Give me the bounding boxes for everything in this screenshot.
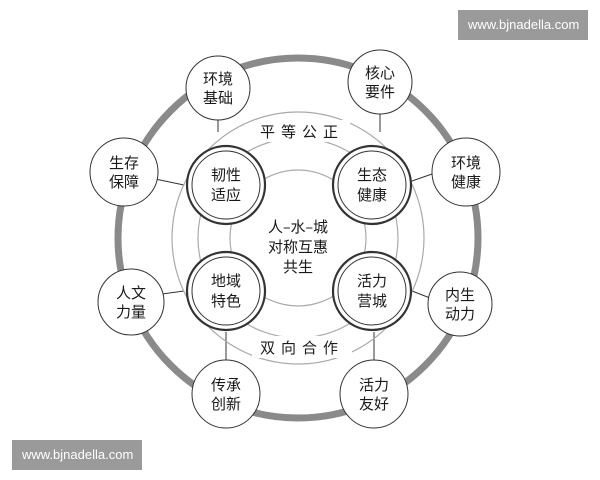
- watermark-top: www.bjnadella.com: [458, 10, 588, 40]
- inner-ring-outer: [171, 111, 425, 365]
- svg-text:力量: 力量: [116, 303, 146, 321]
- outer-node-core-elements: 核心 要件: [347, 49, 413, 115]
- svg-text:创新: 创新: [211, 395, 241, 413]
- svg-text:环境: 环境: [203, 70, 233, 88]
- svg-text:活力: 活力: [359, 376, 389, 394]
- svg-text:营城: 营城: [357, 292, 387, 310]
- svg-text:生存: 生存: [109, 154, 139, 172]
- inner-node-ecology: 生态 健康: [331, 144, 413, 226]
- svg-text:特色: 特色: [211, 292, 241, 310]
- inner-node-region: 地域 特色: [185, 250, 267, 332]
- spoke-line: [411, 173, 433, 182]
- watermark-bottom: www.bjnadella.com: [12, 440, 142, 470]
- svg-text:健康: 健康: [451, 173, 481, 191]
- outer-node-endogenous-power: 内生 动力: [427, 271, 493, 337]
- outer-node-heritage-innovation: 传承 创新: [191, 359, 261, 429]
- svg-text:内生: 内生: [445, 286, 475, 304]
- svg-text:活力: 活力: [357, 272, 387, 290]
- svg-text:动力: 动力: [445, 305, 475, 323]
- svg-text:地域: 地域: [211, 272, 241, 290]
- outer-node-humanity-power: 人文 力量: [97, 268, 165, 336]
- svg-text:传承: 传承: [211, 376, 241, 394]
- svg-text:保障: 保障: [109, 173, 139, 191]
- inner-node-resilience: 韧性 适应: [185, 144, 267, 226]
- svg-text:基础: 基础: [203, 89, 233, 107]
- svg-text:适应: 适应: [211, 186, 241, 204]
- spoke-line: [161, 290, 185, 295]
- inner-node-vitality-city: 活力 营城: [331, 250, 413, 332]
- outer-node-environment-health: 环境 健康: [431, 137, 501, 207]
- svg-text:生态: 生态: [357, 166, 387, 184]
- svg-text:环境: 环境: [451, 154, 481, 172]
- center-line-2: 对称互惠: [268, 238, 328, 256]
- svg-text:友好: 友好: [359, 395, 389, 413]
- outer-node-environment-foundation: 环境 基础: [185, 55, 251, 121]
- arc-label-top: 平等公正: [260, 123, 344, 141]
- svg-text:人文: 人文: [116, 284, 146, 302]
- svg-text:要件: 要件: [365, 83, 395, 101]
- arc-label-bottom: 双向合作: [260, 339, 344, 357]
- svg-text:核心: 核心: [365, 64, 395, 82]
- outer-node-survival-guarantee: 生存 保障: [89, 137, 159, 207]
- inner-ring-core: [229, 169, 367, 307]
- outer-node-vitality-friendly: 活力 友好: [339, 359, 409, 429]
- center-line-3: 共生: [283, 258, 313, 276]
- spoke-line: [411, 290, 431, 299]
- svg-text:健康: 健康: [357, 186, 387, 204]
- center-line-1: 人–水–城: [268, 218, 328, 236]
- svg-text:韧性: 韧性: [211, 166, 241, 184]
- outer-ring: [114, 54, 482, 422]
